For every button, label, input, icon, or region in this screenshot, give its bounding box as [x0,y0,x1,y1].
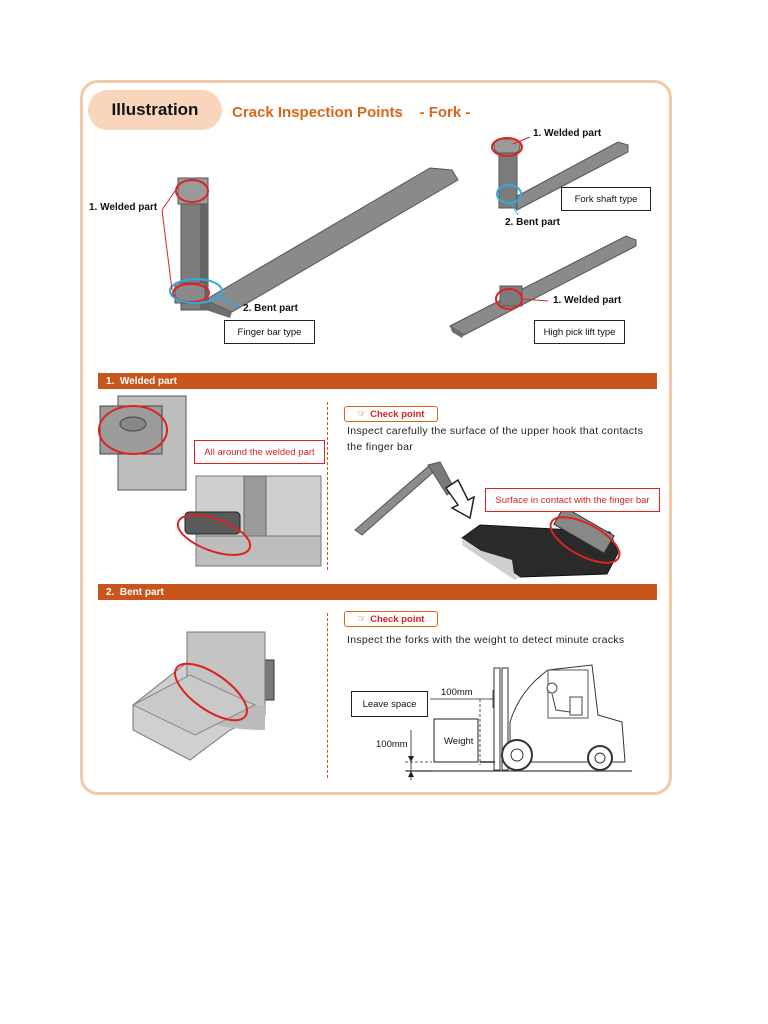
weight-label: Weight [444,736,473,747]
